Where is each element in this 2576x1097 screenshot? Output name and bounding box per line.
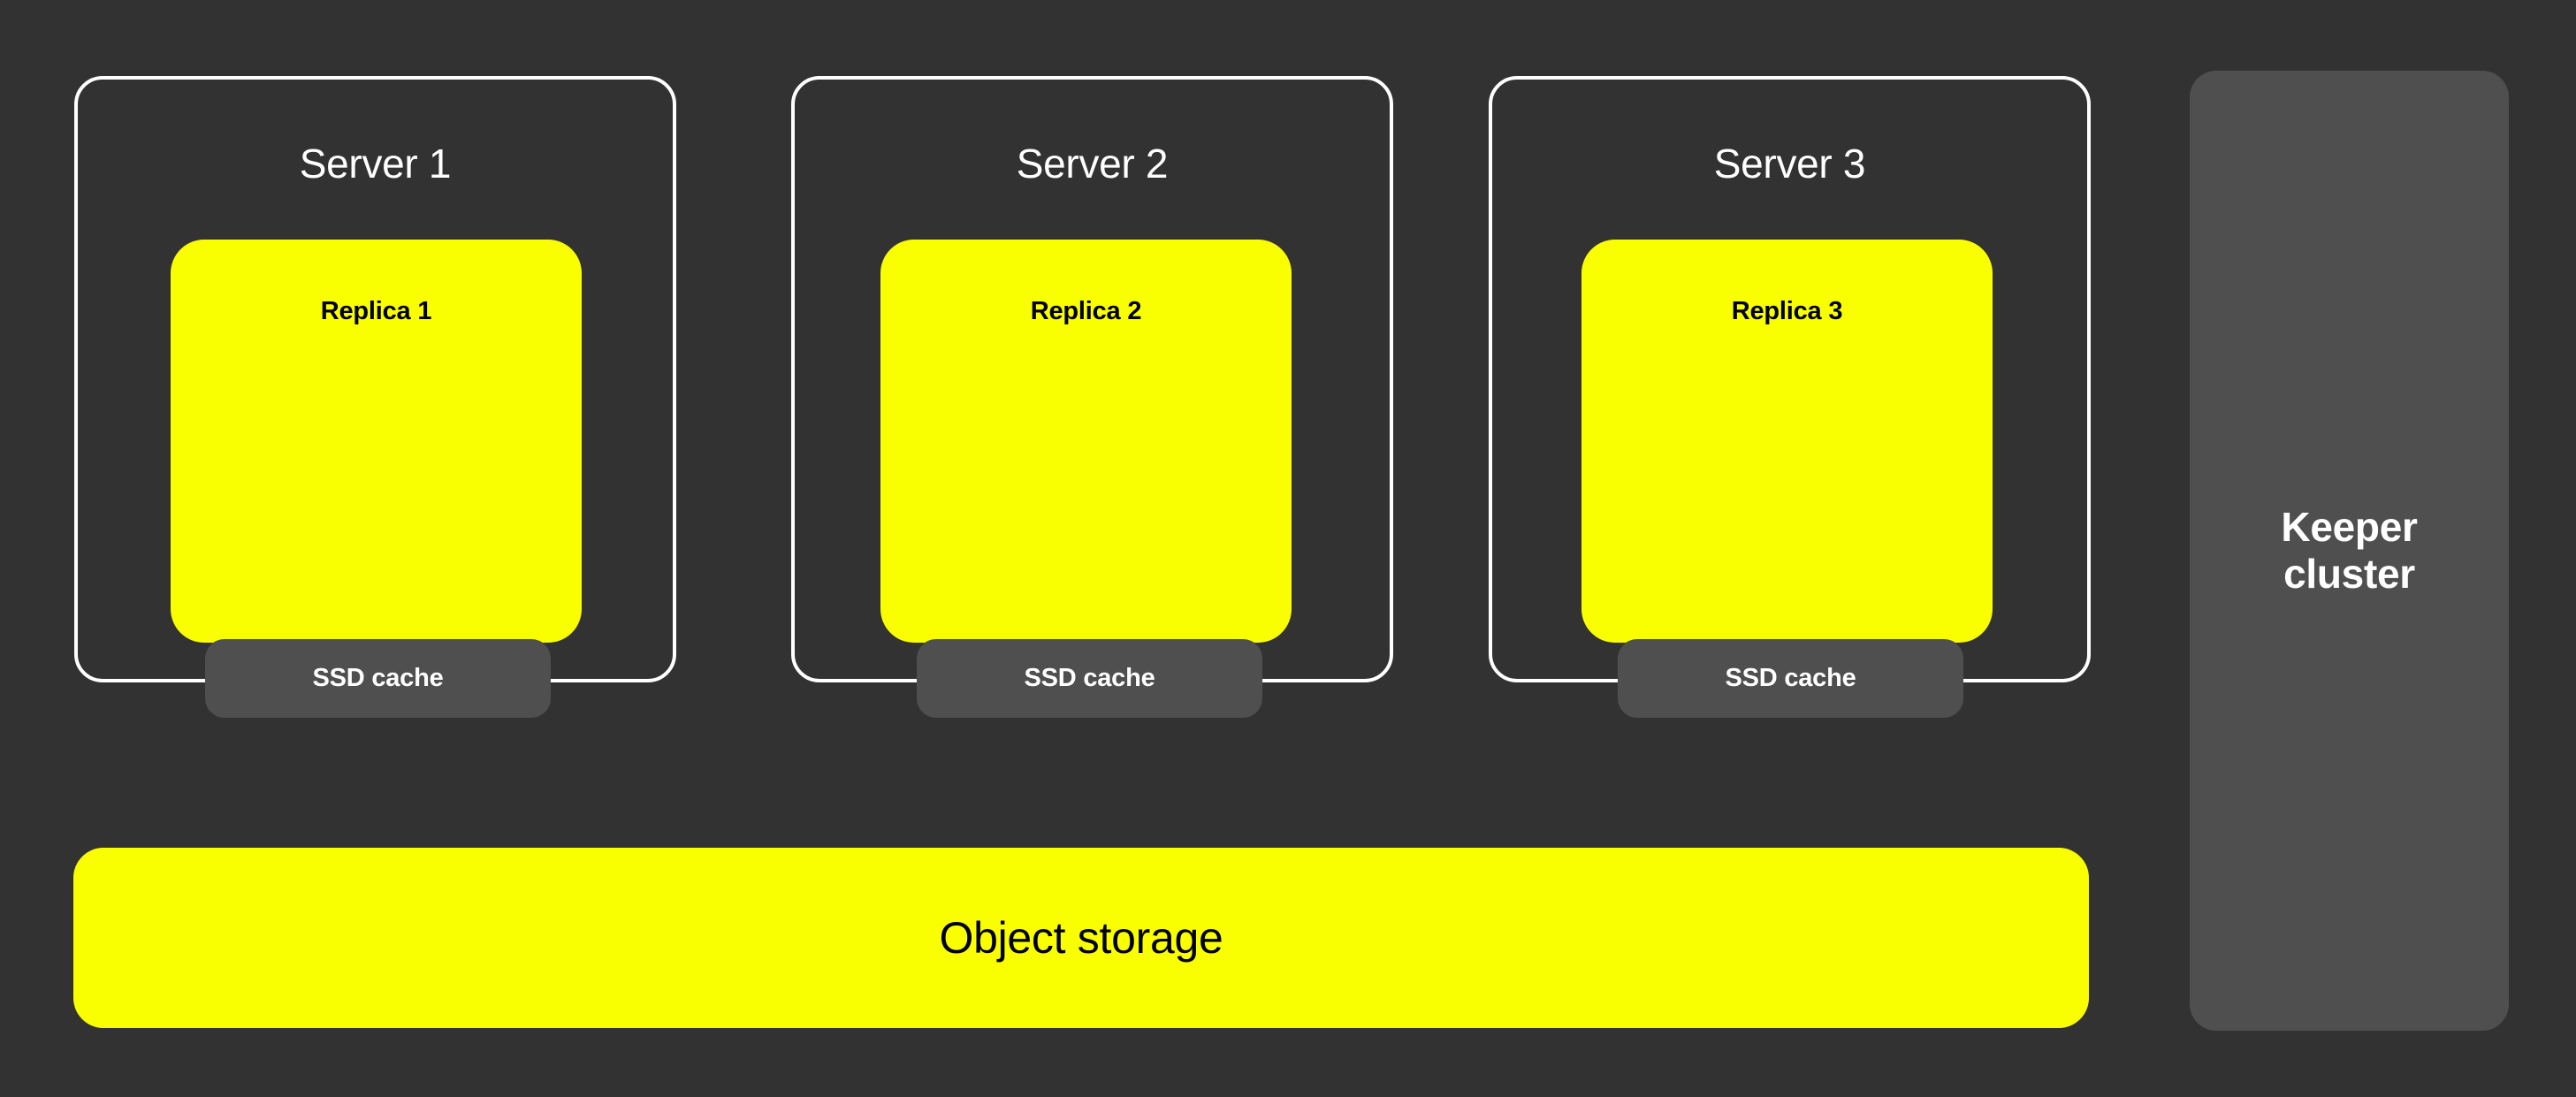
replica-label-1: Replica 1 [320,297,432,325]
replica-box-3 [1581,240,1993,643]
keeper-cluster-label: Keeper cluster [2281,503,2418,597]
object-storage-box: Object storage [73,848,2089,1028]
replica-label-3: Replica 3 [1731,297,1843,325]
server-title-3: Server 3 [1713,141,1866,187]
object-storage-label: Object storage [939,913,1223,963]
replica-label-2: Replica 2 [1030,297,1142,325]
ssd-cache-box-1: SSD cache [205,639,551,718]
server-title-2: Server 2 [1016,141,1169,187]
ssd-cache-box-3: SSD cache [1618,639,1963,718]
ssd-cache-label-2: SSD cache [1024,664,1155,692]
ssd-cache-label-3: SSD cache [1725,664,1856,692]
replica-box-1 [171,240,582,643]
ssd-cache-label-1: SSD cache [312,664,444,692]
replica-box-2 [880,240,1292,643]
server-title-1: Server 1 [299,141,452,187]
keeper-cluster-panel: Keeper cluster [2190,71,2509,1031]
ssd-cache-box-2: SSD cache [917,639,1262,718]
